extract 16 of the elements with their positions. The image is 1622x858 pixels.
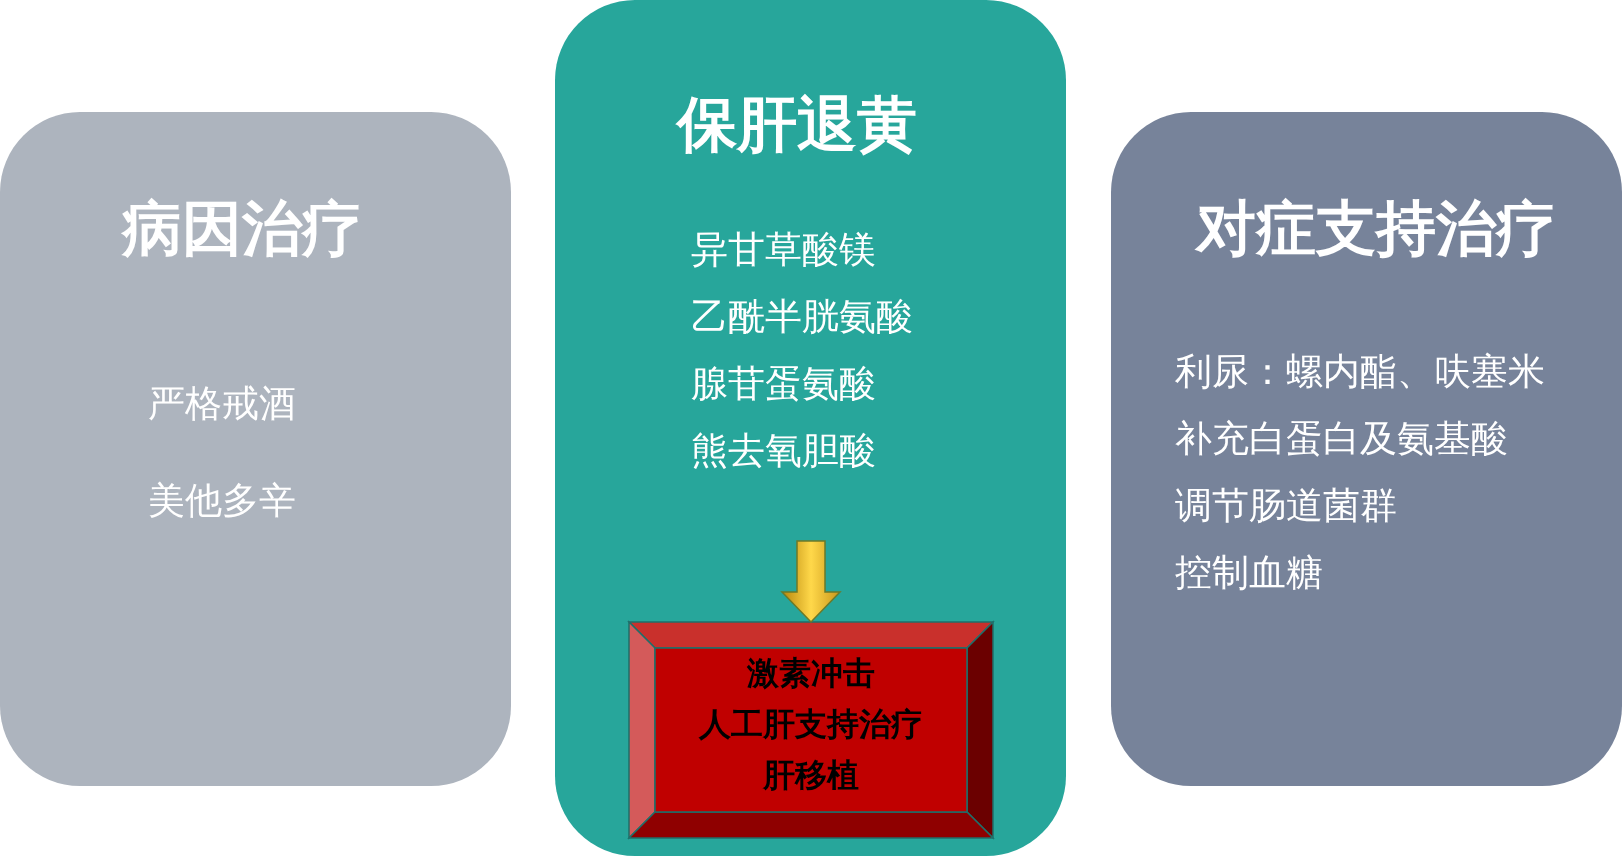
treatment-item: 补充白蛋白及氨基酸 bbox=[1175, 417, 1508, 462]
category-panel bbox=[0, 112, 511, 786]
treatment-item: 调节肠道菌群 bbox=[1175, 484, 1397, 529]
treatment-item: 控制血糖 bbox=[1175, 551, 1323, 596]
treatment-item: 异甘草酸镁 bbox=[691, 228, 876, 273]
panel-heading: 保肝退黄 bbox=[677, 88, 917, 160]
panel-heading: 病因治疗 bbox=[122, 192, 362, 264]
category-panel bbox=[1111, 112, 1622, 786]
treatment-item: 熊去氧胆酸 bbox=[691, 429, 876, 474]
treatment-item: 乙酰半胱氨酸 bbox=[691, 295, 913, 340]
panel-heading: 对症支持治疗 bbox=[1196, 192, 1556, 264]
block-arrow bbox=[780, 540, 842, 624]
treatment-item: 美他多辛 bbox=[148, 479, 296, 524]
treatment-item: 利尿：螺内酯、呋塞米 bbox=[1175, 350, 1545, 395]
treatment-item: 严格戒酒 bbox=[148, 382, 296, 427]
treatment-item: 腺苷蛋氨酸 bbox=[691, 362, 876, 407]
